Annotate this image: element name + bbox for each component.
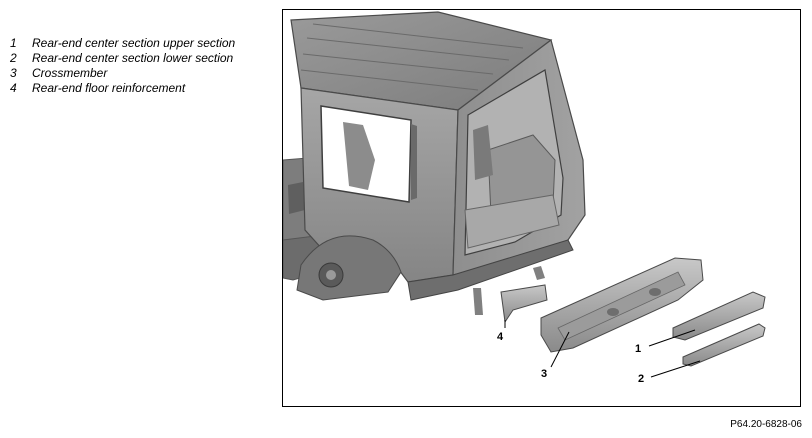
part-rear-floor-reinforcement <box>500 284 548 324</box>
legend-label: Crossmember <box>32 66 108 80</box>
legend-number: 4 <box>10 81 17 95</box>
legend-number: 1 <box>10 36 17 50</box>
legend-item-4: 4 Rear-end floor reinforcement <box>10 81 235 96</box>
parts-legend: 1 Rear-end center section upper section … <box>10 36 235 96</box>
legend-label: Rear-end floor reinforcement <box>32 81 186 95</box>
legend-label: Rear-end center section lower section <box>32 51 234 65</box>
callout-leaders <box>504 320 701 378</box>
figure-reference: P64.20-6828-06 <box>730 419 802 430</box>
legend-item-3: 3 Crossmember <box>10 66 235 81</box>
legend-item-2: 2 Rear-end center section lower section <box>10 51 235 66</box>
callout-2: 2 <box>638 373 645 385</box>
callout-3: 3 <box>541 368 548 380</box>
part-center-section-lower <box>682 323 766 367</box>
rear-floor-edge <box>407 239 574 301</box>
roof-ribs <box>300 23 524 91</box>
callout-1: 1 <box>635 343 642 355</box>
legend-label: Rear-end center section upper section <box>32 36 236 50</box>
legend-number: 2 <box>10 51 17 65</box>
vehicle-body-illustration <box>283 11 766 378</box>
legend-number: 3 <box>10 66 17 80</box>
legend-item-1: 1 Rear-end center section upper section <box>10 36 235 51</box>
part-center-section-upper <box>672 291 766 341</box>
callout-4: 4 <box>497 331 504 343</box>
illustration-frame: 4 3 1 2 <box>282 9 801 407</box>
